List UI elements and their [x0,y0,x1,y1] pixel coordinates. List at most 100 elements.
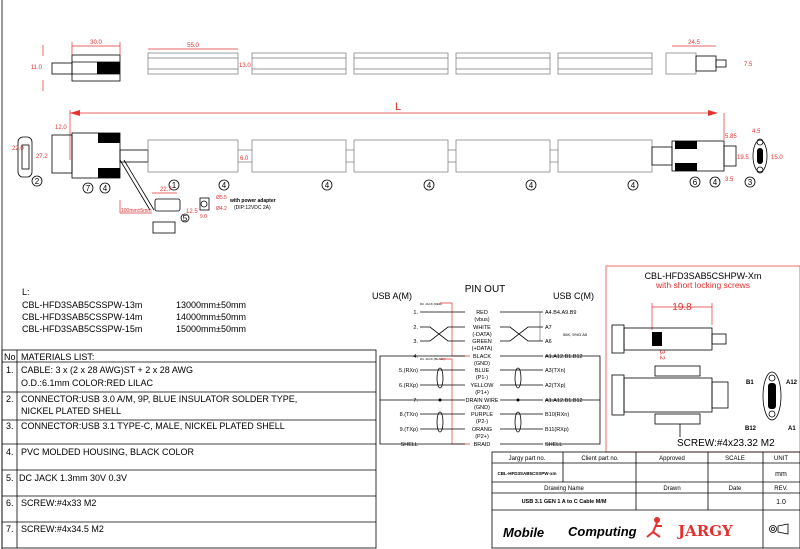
material-item-3: CONNECTOR:USB 3.1 TYPE-C, MALE, NICKEL P… [21,421,285,431]
balloon-3: 3 [748,178,753,187]
label: 6. [6,498,14,508]
label: 7. [6,524,14,534]
drawing-line [768,383,776,409]
label: 3. [6,421,14,431]
length-part-14m: CBL-HFD3SAB5CSSPW-14m [22,312,142,322]
label: B11(RXp) [545,427,569,433]
wire-braid: BRAID [474,442,491,448]
drawing-line [491,451,800,549]
drawing-line [423,179,435,191]
tb-drawing-name: USB 3.1 GEN 1 A to C Cable M/M [522,499,607,505]
label: A4.B4.A9.B9 [545,310,577,316]
material-item-5: DC JACK 1.3mm 30V 0.3V [19,473,127,483]
length-label: L: [22,287,30,297]
label: B10(RXn) [545,412,569,418]
label: 5.(RXn) [399,368,418,374]
dim-right-length: 24.5 [688,40,700,46]
drawing-line [623,377,713,413]
label: SHELL [545,442,562,448]
drawing-line [98,168,120,178]
top-detail-view: 30.0 11.0 55.0 13.0 24.5 7.5 [31,40,753,91]
dim-length-L: L [395,101,401,113]
label: NICKEL PLATED SHELL [21,406,121,416]
length-table: L: CBL-HFD3SAB5CSSPW-13m 13000mm±50mm CB… [22,287,246,334]
drawing-line [21,144,30,170]
variant-dim-height: 3.2 [658,350,665,360]
drawing-line [97,62,120,74]
dim-a-height: 27.2 [36,154,48,160]
drawing-line [31,175,43,187]
logo-jargy: JARGY [676,522,733,540]
label: 4. [413,354,418,360]
label: A3(TXn) [545,368,566,374]
drawing-line [711,333,727,345]
drawing-line [98,133,120,143]
dim-dc-d2: Ø4.2 [216,206,227,212]
drawing-line [756,138,764,146]
wire-blue: BLUE [475,368,490,374]
materials-table: No MATERIALS LIST: 1. CABLE: 3 x (2 x 28… [1,349,377,549]
drawing-line [1,349,377,549]
tb-rev: 1.0 [776,499,786,506]
drawing-line [436,411,444,433]
length-value-15m: 15000mm±50mm [176,324,246,334]
drawing-line [353,139,449,173]
pinout-right-title: USB C(M) [553,291,594,301]
dim-a-face: 22.0 [12,146,24,152]
usb-a-face [17,136,33,178]
drawing-line [689,176,701,188]
drawing-line [152,221,176,234]
drawing-line [123,159,155,211]
drawing-line [251,52,347,75]
drawing-line [605,265,800,453]
drawing-line [744,176,756,188]
drawing-line [119,159,151,211]
label: 7. [413,398,418,404]
drawing-line [768,374,776,382]
material-item-4: PVC MOLDED HOUSING, BLACK COLOR [21,447,195,457]
wire-black: BLACK [473,354,491,360]
drawing-line [611,374,625,416]
variant-subtitle: with short locking screws [655,280,750,290]
drawing-line: 1. RED (vbus) A4.B4.A9.B9 2. WHITE (-DAT… [399,310,583,448]
drawing-line [665,52,697,75]
drawing-line [70,110,80,116]
label: 2. [413,325,418,331]
balloon-2: 2 [35,177,40,186]
label: (+DATA) [472,346,493,352]
drawing-line [525,179,537,191]
label: 6.(RXp) [399,383,418,389]
balloon-4: 4 [631,181,636,190]
drawing-line [675,141,697,149]
wire-orange: ORANG [472,427,492,433]
drawing-line [200,200,208,208]
tb-header-drawing-name: Drawing Name [544,486,584,492]
label: 1. [6,365,14,375]
tb-header-part: Jargy part no. [509,456,546,462]
variant-dim-length: 19.8 [672,302,692,313]
label: 5. [6,473,14,483]
drawing-line [557,52,653,75]
length-part-13m: CBL-HFD3SAB5CSSPW-13m [22,300,142,310]
dim-c-face: 15.0 [771,155,783,161]
label: A1.A12.B1.B12 [545,354,583,360]
variant-title: CBL-HFD3SAB5CSHPW-Xm [645,271,762,281]
dim-segment-length: 55.0 [187,43,199,49]
wire-green: GREEN [472,339,492,345]
drawing-line [353,52,449,75]
drawing-line [771,527,775,531]
drawing-line [147,52,239,75]
pinout-title: PIN OUT [465,284,506,295]
drawing-line [675,163,697,171]
drawing-line [168,179,180,191]
dim-c-b: 3.5 [725,177,734,183]
pin-a12: A12 [786,380,798,386]
length-value-14m: 14000mm±50mm [176,312,246,322]
drawing-line [651,146,673,166]
label: 4. [6,447,14,457]
drawing-line: Jargy part no. Client part no. Approved … [498,456,789,506]
tb-header-drawn: Drawn [663,486,680,492]
balloon-4: 4 [427,181,432,190]
logo-mobile: Mobile [503,525,544,540]
drawing-line [709,176,721,188]
